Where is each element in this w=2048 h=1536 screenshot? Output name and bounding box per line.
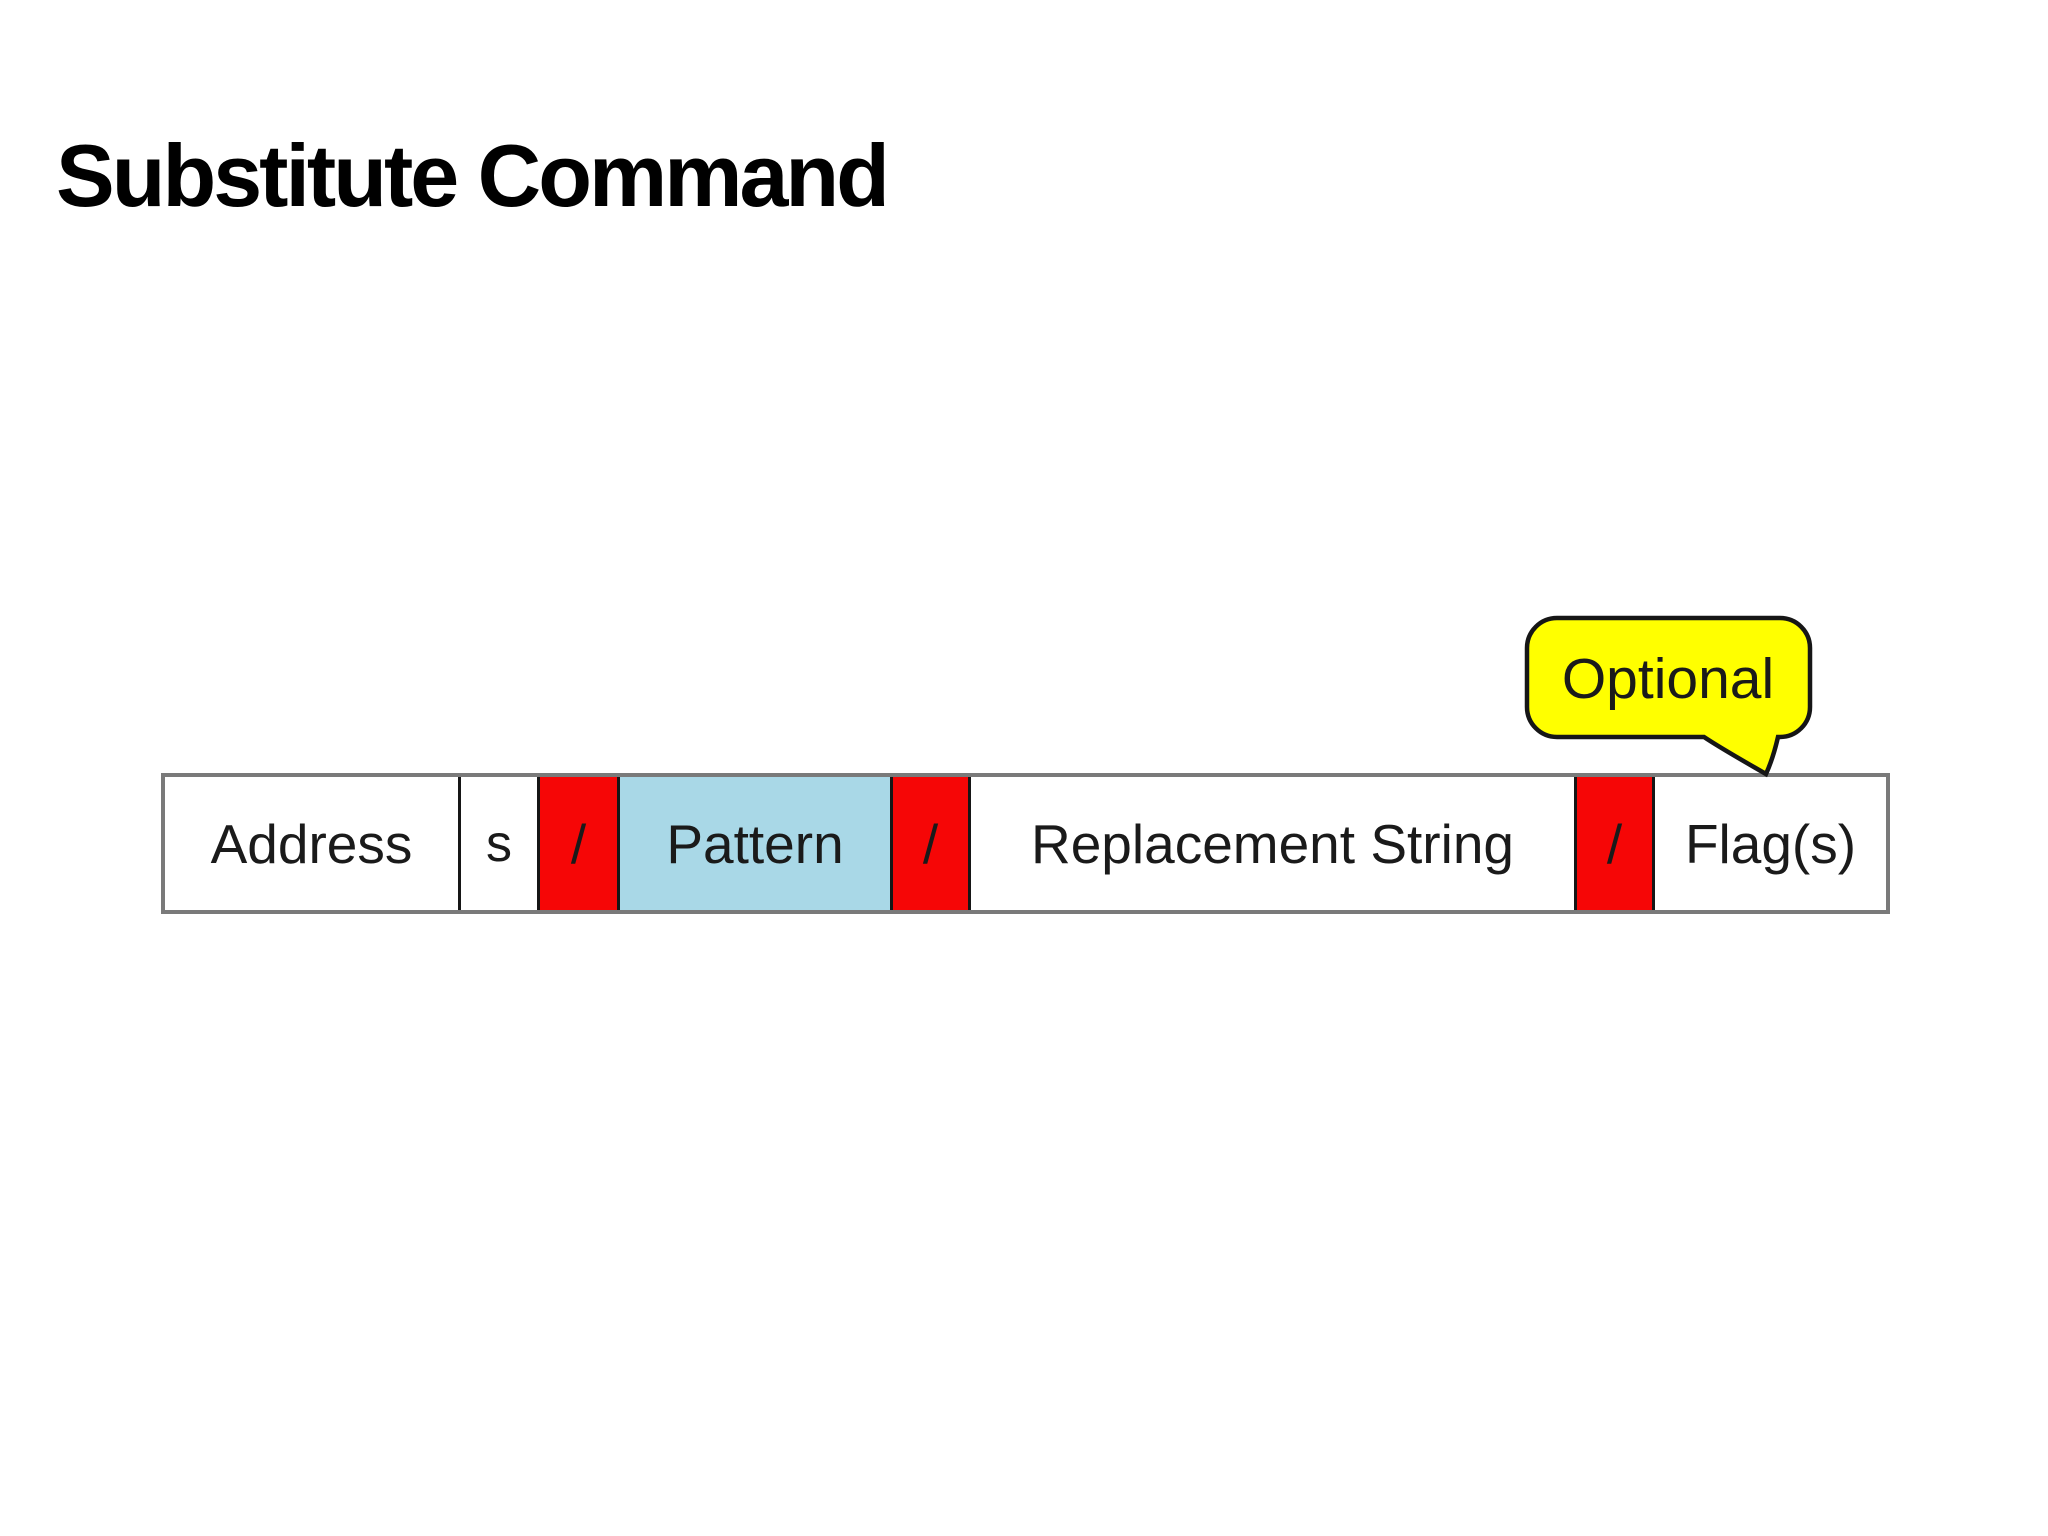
- segment-delimiter-1: /: [537, 777, 617, 910]
- speech-bubble-shape: [1524, 615, 1813, 778]
- segment-s-command: s: [458, 777, 537, 910]
- segment-delimiter-3-label: /: [1606, 812, 1623, 875]
- segment-delimiter-1-label: /: [570, 812, 587, 875]
- segment-flags: Flag(s): [1652, 777, 1886, 910]
- segment-delimiter-3: /: [1574, 777, 1652, 910]
- sed-syntax-bar: Address s / Pattern / Replacement String…: [161, 773, 1890, 914]
- segment-flags-label: Flag(s): [1684, 812, 1857, 875]
- segment-replacement-string: Replacement String: [968, 777, 1574, 910]
- segment-pattern: Pattern: [617, 777, 890, 910]
- segment-address-label: Address: [210, 812, 413, 875]
- segment-s-command-label: s: [486, 814, 512, 873]
- segment-pattern-label: Pattern: [666, 812, 844, 875]
- segment-address: Address: [165, 777, 458, 910]
- page-title: Substitute Command: [56, 125, 890, 225]
- segment-delimiter-2-label: /: [922, 812, 939, 875]
- segment-delimiter-2: /: [890, 777, 968, 910]
- optional-callout-label: Optional: [1562, 647, 1774, 711]
- segment-replacement-string-label: Replacement String: [1030, 812, 1515, 875]
